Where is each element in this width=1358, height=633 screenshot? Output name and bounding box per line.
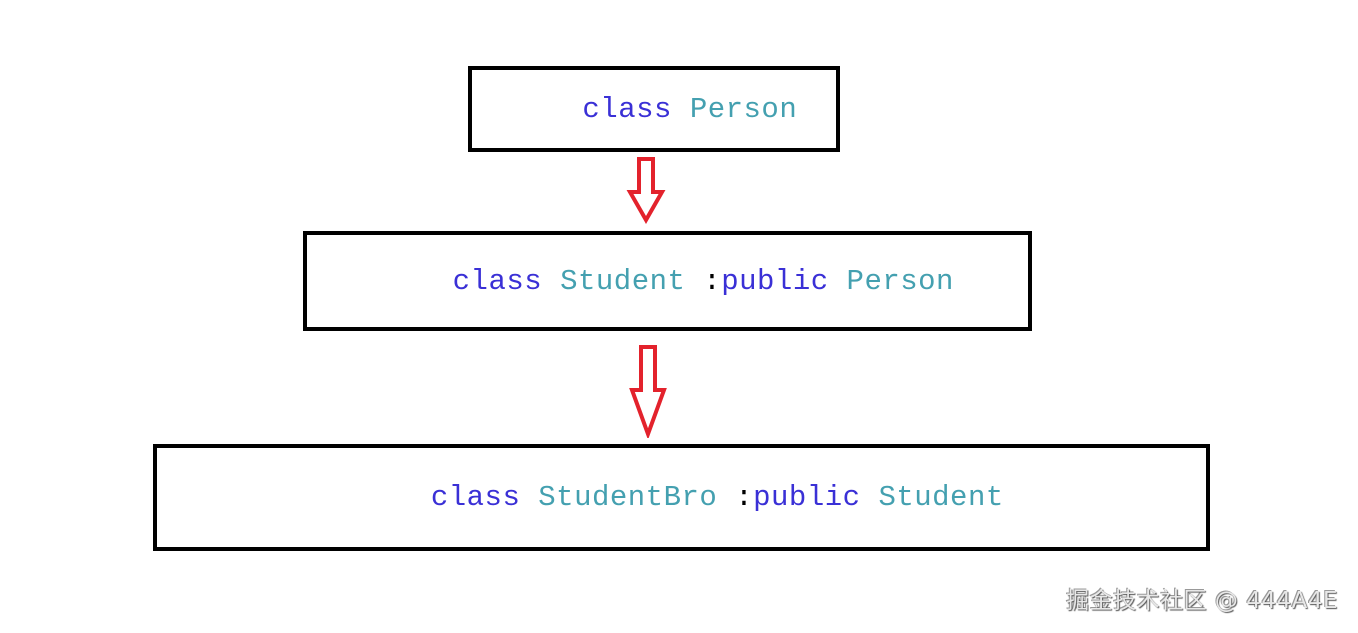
keyword-class: class: [452, 264, 543, 298]
class-box-person: class Person: [468, 66, 840, 152]
space: [861, 481, 879, 514]
keyword-public: public: [753, 481, 861, 514]
keyword-class: class: [430, 481, 521, 514]
type-name-studentbro: StudentBro: [538, 481, 718, 514]
space: [520, 481, 538, 514]
class-box-studentbro: class StudentBro :public Student: [153, 444, 1210, 551]
keyword-class: class: [582, 92, 672, 126]
class-box-student: class Student :public Person: [303, 231, 1032, 331]
class-declaration-person: class Person: [511, 60, 797, 159]
watermark: 掘金技术社区 @ 444A4E: [1066, 588, 1338, 614]
class-declaration-student: class Student :public Person: [381, 232, 954, 331]
space: [672, 93, 690, 126]
inheritance-colon: :: [717, 481, 754, 514]
type-name-student: Student: [560, 264, 686, 298]
down-arrow-icon: [626, 157, 666, 224]
base-type-person: Person: [846, 264, 954, 298]
base-type-student: Student: [878, 481, 1004, 514]
keyword-public: public: [721, 264, 829, 298]
class-declaration-studentbro: class StudentBro :public Student: [359, 448, 1004, 547]
down-arrow-icon: [629, 345, 667, 438]
space: [829, 265, 847, 298]
inheritance-colon: :: [685, 264, 722, 298]
space: [542, 265, 560, 298]
type-name-person: Person: [689, 92, 798, 126]
